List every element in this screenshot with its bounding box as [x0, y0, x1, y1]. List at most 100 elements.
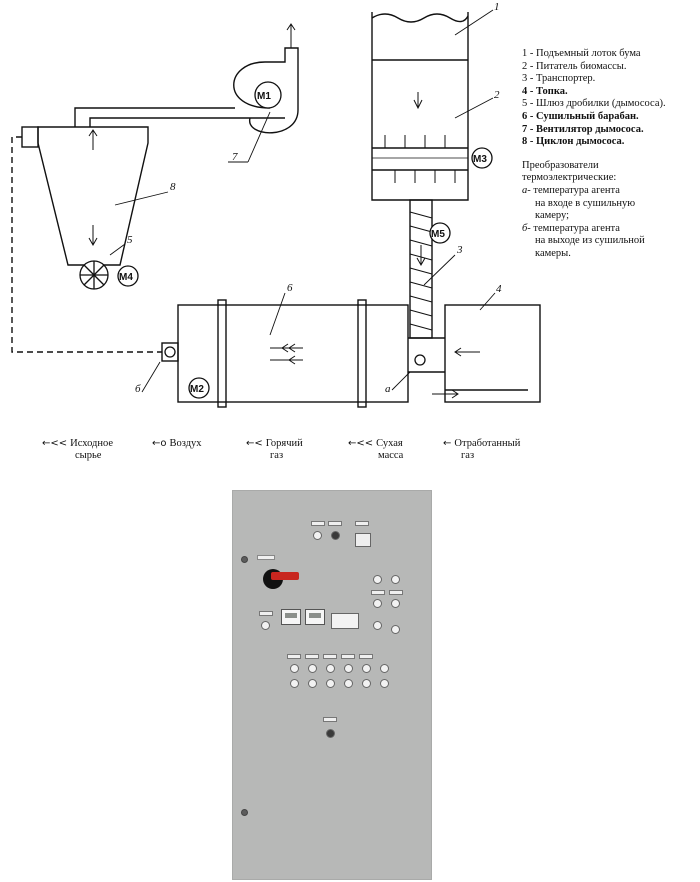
return-line	[11, 136, 162, 353]
push-button[interactable]	[391, 599, 400, 608]
sensor-b-symbol	[164, 346, 176, 358]
indicator-plate	[311, 521, 325, 526]
sensor-a-line: на входе в сушильную	[535, 197, 636, 209]
sensor-marker: б	[135, 383, 141, 395]
motor-label: M1	[257, 91, 271, 102]
flow-dry-mass: ←<<Сухая масса	[348, 438, 404, 461]
legend-item: 4 - Топка.	[522, 85, 568, 97]
flow-hot-gas: ←<Горячий газ	[246, 438, 303, 461]
callout-number: 3	[456, 244, 463, 256]
legend-item: 5 - Шлюз дробилки (дымососа).	[522, 98, 666, 110]
push-button[interactable]	[308, 664, 317, 673]
sensor-b-line: на выходе из сушильной	[535, 235, 645, 247]
sensor-b-marker: б	[522, 222, 528, 234]
push-button[interactable]	[380, 664, 389, 673]
motor-m1-symbol	[254, 81, 282, 109]
callout-number: 6	[287, 282, 293, 294]
push-button[interactable]	[326, 679, 335, 688]
temperature-controller-b	[305, 609, 325, 625]
flow-raw-material: ←<<Исходное сырье	[42, 438, 114, 461]
indicator-plate	[359, 654, 373, 659]
indicator-plate	[341, 654, 355, 659]
push-button[interactable]	[373, 621, 382, 630]
sensor-a-line: - температура агента	[527, 184, 620, 196]
callout-number: 4	[496, 283, 502, 295]
legend-item: 3 - Транспортер.	[522, 73, 596, 85]
control-panel	[232, 490, 432, 880]
process-flow-diagram: M1 M2 M3 M4 M5 1 2 3 4 5 6 7 8 а б	[11, 1, 541, 408]
push-button[interactable]	[373, 599, 382, 608]
furnace	[444, 304, 541, 403]
indicator-plate	[323, 717, 337, 722]
flow-arrow-icon: ←	[443, 438, 452, 449]
sensor-a-line: камеру;	[535, 210, 570, 222]
temperature-controller-a	[281, 609, 301, 625]
component-legend: 1 - Подъемный лоток бума 2 - Питатель би…	[522, 48, 697, 261]
main-switch-handle[interactable]	[271, 572, 299, 580]
sensor-b-line: - температура агента	[527, 222, 620, 234]
indicator-plate	[323, 654, 337, 659]
motor-label: M2	[190, 384, 204, 395]
legend-item: 6 - Сушильный барабан.	[522, 110, 639, 122]
indicator-plate	[259, 611, 273, 616]
flow-arrow-icon: ←<<	[348, 438, 374, 449]
dryer-drum	[177, 304, 409, 403]
bunker-outline	[371, 12, 469, 201]
callout-number: 7	[232, 151, 238, 163]
push-button[interactable]	[290, 664, 299, 673]
flow-arrow-icon: ←<	[246, 438, 263, 449]
legend-item: 2 - Питатель биомассы.	[522, 60, 627, 72]
push-button[interactable]	[313, 531, 322, 540]
panel-bolt	[241, 809, 248, 816]
indicator-plate	[328, 521, 342, 526]
callout-number: 1	[494, 1, 500, 13]
sensor-b-line: камеры.	[535, 247, 571, 259]
push-button[interactable]	[391, 625, 400, 634]
push-button[interactable]	[290, 679, 299, 688]
push-button[interactable]	[362, 664, 371, 673]
sensors-legend: Преобразователи термоэлектрические: а- т…	[522, 160, 697, 261]
push-button[interactable]	[331, 531, 340, 540]
crusher-wheel	[79, 260, 109, 290]
callout-number: 8	[170, 181, 176, 193]
callout-number: 2	[494, 89, 500, 101]
selector-box[interactable]	[355, 533, 371, 547]
push-button[interactable]	[380, 679, 389, 688]
motor-label: M5	[431, 229, 445, 240]
motor-m2-symbol	[188, 377, 210, 399]
motor-m4-symbol	[117, 265, 139, 287]
fan-volute	[233, 47, 299, 134]
indicator-plate	[355, 521, 369, 526]
push-button[interactable]	[326, 664, 335, 673]
motor-m3-symbol	[471, 147, 493, 169]
flow-arrow-icon: ←o	[152, 438, 167, 449]
switch-plate	[257, 555, 275, 560]
indicator-plate	[371, 590, 385, 595]
motor-label: M4	[119, 272, 133, 283]
push-button[interactable]	[261, 621, 270, 630]
sensors-title: Преобразователи термоэлектрические:	[522, 159, 617, 184]
frequency-display	[331, 613, 359, 629]
indicator-plate	[287, 654, 301, 659]
push-button[interactable]	[362, 679, 371, 688]
legend-item: 7 - Вентилятор дымососа.	[522, 123, 644, 135]
motor-m5-symbol	[429, 222, 451, 244]
flow-exhaust-gas: ←Отработанный газ	[443, 438, 521, 461]
push-button[interactable]	[344, 679, 353, 688]
legend-item: 8 - Циклон дымососа.	[522, 136, 625, 148]
bunker-wavy-top	[371, 13, 469, 23]
motor-label: M3	[473, 154, 487, 165]
push-button[interactable]	[344, 664, 353, 673]
sensor-a-symbol	[414, 354, 426, 366]
indicator-plate	[305, 654, 319, 659]
emergency-stop-button[interactable]	[326, 729, 335, 738]
sensor-marker: а	[385, 383, 391, 395]
panel-bolt	[241, 556, 248, 563]
flow-arrow-icon: ←<<	[42, 438, 68, 449]
push-button[interactable]	[391, 575, 400, 584]
indicator-plate	[389, 590, 403, 595]
push-button[interactable]	[308, 679, 317, 688]
push-button[interactable]	[373, 575, 382, 584]
